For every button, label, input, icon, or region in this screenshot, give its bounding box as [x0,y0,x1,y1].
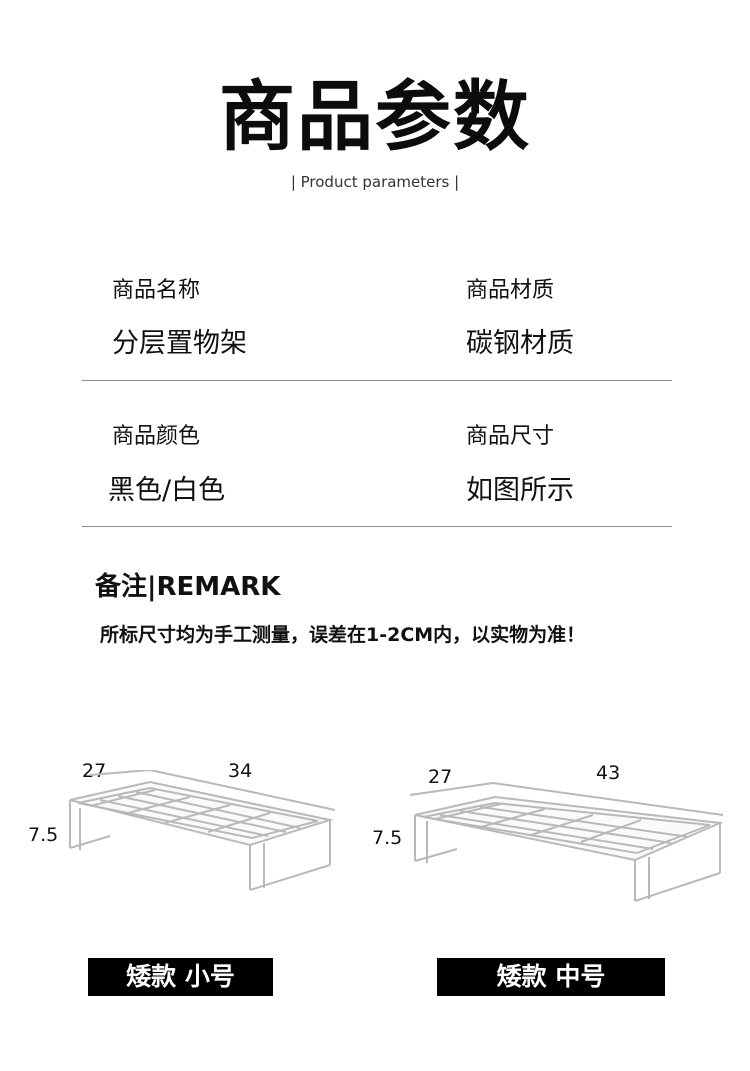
param-material-value: 碳钢材质 [466,328,574,359]
param-color-value: 黑色/白色 [108,475,226,506]
param-color-label: 商品颜色 [112,424,201,449]
medium-size-label: 矮款 中号 [437,958,665,996]
divider [82,380,672,381]
medium-height-dim: 7.5 [372,827,403,849]
remark-text: 所标尺寸均为手工测量，误差在1-2CM内，以实物为准！ [100,624,586,646]
remark-title: 备注|REMARK [95,572,281,602]
param-name-label: 商品名称 [112,278,201,303]
medium-width-dim: 43 [596,762,621,784]
page-subtitle: | Product parameters | [290,173,460,191]
small-height-dim: 7.5 [28,824,59,846]
param-size-value: 如图所示 [466,475,574,506]
small-width-dim: 34 [228,760,253,782]
small-size-label: 矮款 小号 [88,958,273,996]
param-material-label: 商品材质 [466,278,555,303]
param-name-value: 分层置物架 [112,328,247,359]
small-depth-dim: 27 [82,760,107,782]
medium-depth-dim: 27 [428,766,453,788]
small-shelf-image [69,770,336,891]
page-title: 商品参数 [219,72,531,161]
divider [82,526,672,527]
medium-shelf-image [409,782,724,902]
param-size-label: 商品尺寸 [466,424,555,449]
